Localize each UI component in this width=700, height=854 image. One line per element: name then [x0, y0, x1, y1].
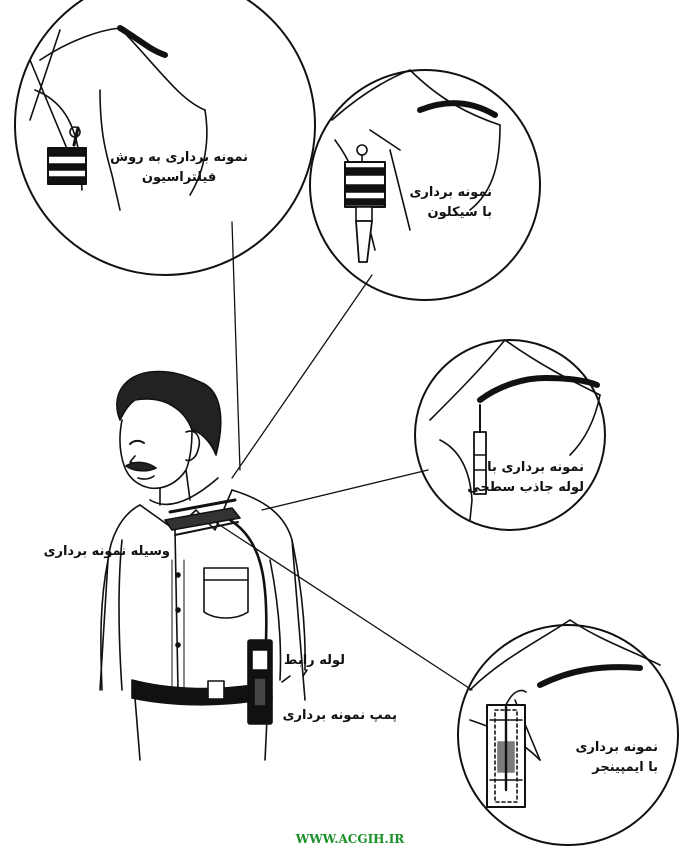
label-filtration-sampling: نمونه برداری به روش فیلتراسیون [110, 148, 248, 188]
detail-circle-cyclone [309, 69, 541, 301]
impinger-icon [486, 689, 527, 808]
worker-mustache [125, 461, 157, 472]
label-filtration-line1: نمونه برداری به روش [110, 150, 248, 165]
label-sorbent-tube-line2: لوله جاذب سطحی [467, 480, 584, 495]
label-cyclone-line1: نمونه برداری [409, 185, 492, 200]
filter-cassette-icon [47, 126, 87, 185]
sampling-pump-icon [247, 639, 273, 725]
leader-line-filtration [231, 221, 241, 471]
label-impinger-line2: با ایمپینجر [592, 760, 658, 775]
worker-hair [116, 370, 222, 456]
leader-lines [211, 221, 473, 691]
label-sorbent-tube-line1: نمونه برداری با [487, 460, 584, 475]
worker-figure [99, 370, 308, 761]
label-filtration-line2: فیلتراسیون [141, 170, 217, 185]
detail-circle-sorbent-tube [414, 339, 606, 531]
label-sampling-device: وسیله نمونه برداری [43, 544, 170, 559]
cyclone-icon [344, 144, 386, 263]
label-cyclone-line2: با سیکلون [427, 205, 493, 220]
label-sorbent-tube-sampling: نمونه برداری با لوله جاذب سطحی [467, 458, 584, 498]
detail-circle-filtration [14, 0, 316, 276]
label-sampling-pump: پمپ نمونه برداری [282, 708, 397, 723]
leader-line-cyclone [231, 274, 373, 479]
collar-sampling-device [164, 507, 241, 531]
label-impinger-sampling: نمونه برداری با ایمپینجر [575, 738, 658, 778]
connecting-tube [228, 518, 268, 642]
footer-website[interactable]: WWW.ACGIH.IR [295, 832, 405, 846]
label-cyclone-sampling: نمونه برداری با سیکلون [409, 183, 492, 223]
label-connecting-tube: لوله رابط [283, 653, 345, 668]
label-impinger-line1: نمونه برداری [575, 740, 658, 755]
detail-circle-impinger [457, 619, 679, 846]
sorbent-tube-icon [473, 404, 487, 495]
leader-line-sorbent-tube [261, 469, 429, 511]
